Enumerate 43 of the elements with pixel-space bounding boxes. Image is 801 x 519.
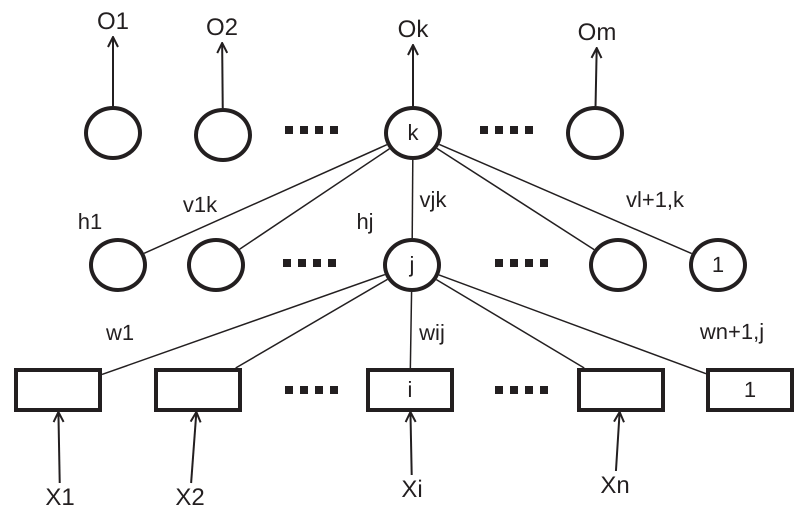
arrow xyxy=(613,411,625,472)
neuron-circle xyxy=(689,238,747,292)
arrow xyxy=(216,42,228,108)
arrow xyxy=(590,47,602,106)
signal-label: Xn xyxy=(593,471,637,501)
edge-label: vl+1,k xyxy=(624,189,686,211)
node-caption: hj xyxy=(356,211,374,233)
arrow xyxy=(52,411,65,484)
node-caption: h1 xyxy=(78,211,102,233)
neuron-circle xyxy=(89,238,147,292)
signal-label: Ok xyxy=(391,15,435,45)
connection-line xyxy=(439,144,692,254)
connection-line xyxy=(410,292,412,368)
signal-label: X1 xyxy=(38,483,82,513)
signal-label: Xi xyxy=(390,475,434,505)
signal-label: O2 xyxy=(200,13,244,43)
signal-label: Om xyxy=(575,18,619,48)
connection-line xyxy=(436,278,585,369)
input-unit-box xyxy=(706,368,794,412)
connection-line xyxy=(235,278,388,369)
connection-line xyxy=(239,148,390,250)
arrow xyxy=(404,411,417,476)
edge-label: vjk xyxy=(418,189,448,211)
input-unit-box xyxy=(14,368,102,412)
input-unit-box xyxy=(577,368,665,412)
connection-line xyxy=(144,144,388,254)
connection-line xyxy=(411,160,414,238)
neuron-circle xyxy=(187,238,245,292)
node-label: i xyxy=(408,379,412,401)
input-unit-box xyxy=(366,368,454,412)
node-label: 1 xyxy=(712,254,724,276)
connection-line xyxy=(436,148,595,250)
signal-label: X2 xyxy=(168,483,212,513)
connection-line xyxy=(438,274,706,374)
arrow xyxy=(190,411,202,484)
signal-label: O1 xyxy=(91,7,135,37)
connection-line xyxy=(102,274,386,376)
arrow xyxy=(107,36,119,106)
node-label: 1 xyxy=(744,379,756,401)
node-label: k xyxy=(408,122,418,144)
input-unit-box xyxy=(154,368,242,412)
node-label: j xyxy=(410,254,414,276)
arrow xyxy=(407,44,419,106)
